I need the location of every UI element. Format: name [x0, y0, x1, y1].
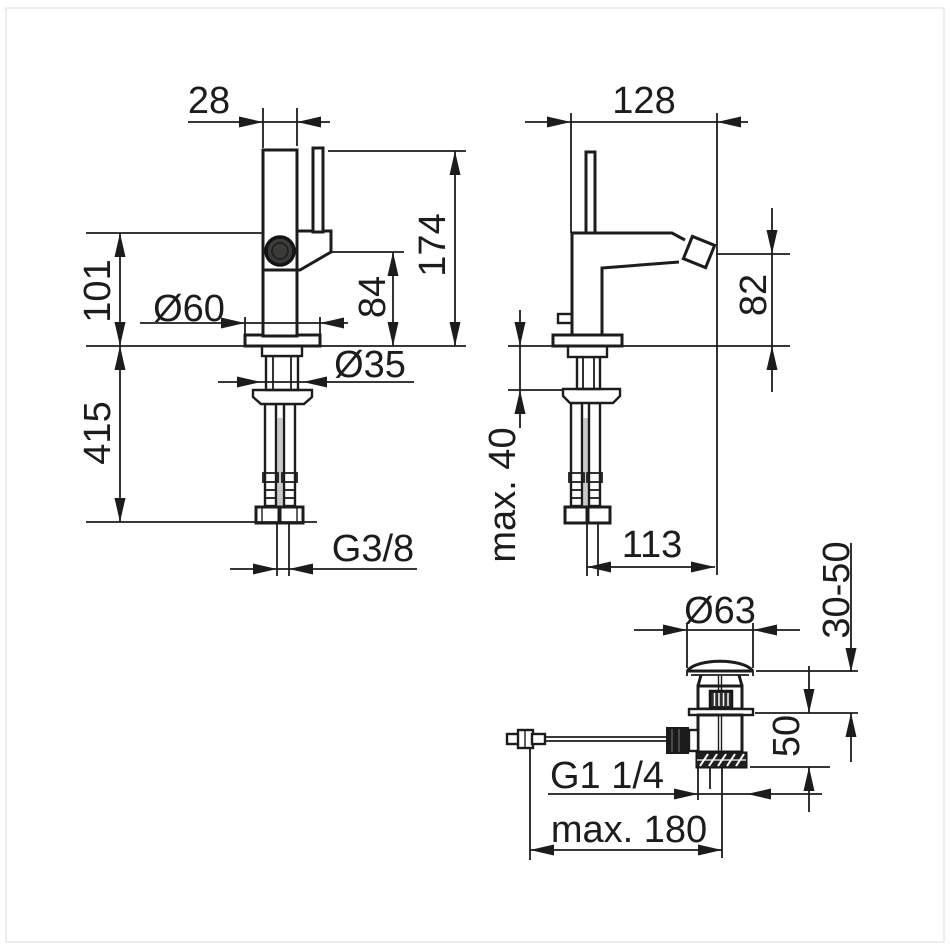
front-dim-width: 28 — [188, 80, 330, 148]
front-dim-hole-diameter: Ø35 — [218, 344, 414, 388]
front-dim-spout-height: 84 — [330, 251, 404, 346]
side-dim-depth: 128 — [525, 80, 748, 575]
dim-label-d60: Ø60 — [153, 288, 225, 330]
drain-dim-thread: G1 1/4 — [548, 755, 822, 800]
drain-view: Ø63 30-50 50 G1 1/4 — [505, 541, 858, 860]
dim-label-d63: Ø63 — [684, 590, 756, 632]
hose-collar — [281, 472, 298, 483]
rod-tip-collar — [530, 732, 547, 746]
dim-label-g38: G3/8 — [332, 528, 414, 570]
page-border — [5, 7, 945, 943]
side-dim-outlet-height: 82 — [508, 208, 790, 392]
base-washer — [566, 344, 609, 359]
dim-label-84: 84 — [352, 276, 394, 318]
front-fixture — [243, 146, 333, 525]
dim-label-3050: 30-50 — [816, 541, 858, 638]
dim-label-82: 82 — [733, 274, 775, 316]
dim-label-max40: max. 40 — [482, 427, 524, 562]
rod-joint-knurl — [666, 727, 689, 754]
drain-dim-body-height: 50 — [750, 666, 830, 812]
side-dim-projection: 113 — [586, 523, 715, 576]
threaded-shank — [575, 355, 602, 391]
front-view: 28 101 415 Ø60 Ø — [77, 80, 466, 576]
handle-lever — [311, 146, 325, 234]
mounting-clamp — [251, 388, 314, 406]
front-dim-plate-diameter: Ø60 — [140, 288, 348, 335]
spray-outlet-inner — [271, 242, 289, 260]
side-dim-mounting-thickness: max. 40 — [482, 310, 564, 563]
drain-dim-plug-range: 30-50 — [755, 541, 858, 762]
dim-label-d35: Ø35 — [334, 344, 406, 386]
side-view: 128 82 max. 40 113 — [482, 80, 790, 576]
drain-dim-rod-length: max. 180 — [529, 748, 722, 860]
faucet-body-underside — [600, 260, 680, 336]
hose-nut-right — [278, 505, 305, 525]
handle-base — [295, 229, 333, 272]
hose-nut-right — [586, 505, 612, 525]
drain-lower-body — [696, 713, 744, 754]
base-plate — [551, 333, 624, 348]
spray-outlet — [264, 235, 296, 267]
mounting-clamp — [561, 387, 622, 405]
dim-label-max180: max. 180 — [551, 809, 707, 851]
side-fixture — [551, 150, 717, 525]
rod-guide-tab — [556, 312, 574, 325]
dim-label-28: 28 — [188, 80, 230, 122]
dim-label-50: 50 — [766, 715, 808, 757]
dim-label-128: 128 — [612, 80, 675, 122]
hose-collar — [586, 472, 603, 483]
drain-fixture — [505, 659, 755, 858]
faucet-body-profile — [570, 231, 686, 336]
front-dim-hose-thread: G3/8 — [230, 523, 417, 576]
drain-cap-dome — [685, 659, 755, 673]
dim-label-113: 113 — [622, 524, 683, 566]
front-dim-heights: 101 415 — [77, 232, 466, 523]
handle-lever — [584, 150, 597, 235]
dim-label-174: 174 — [412, 213, 454, 276]
hose-gap-shading — [277, 418, 283, 506]
dim-label-415: 415 — [77, 401, 119, 464]
front-dim-total-height: 174 — [328, 150, 466, 346]
threaded-shank — [264, 354, 300, 392]
drain-dim-cap-diameter: Ø63 — [634, 590, 800, 668]
dim-label-101: 101 — [77, 259, 119, 322]
hose-gap-shading — [583, 418, 588, 506]
hose-collar — [262, 472, 279, 483]
spray-outlet-tip — [681, 234, 717, 270]
hose-collar — [568, 472, 585, 483]
rod-joint-socket — [687, 728, 700, 753]
dim-label-g114: G1 1/4 — [550, 755, 664, 797]
hose-nut-left — [254, 505, 281, 525]
hose-nut-left — [563, 505, 589, 525]
